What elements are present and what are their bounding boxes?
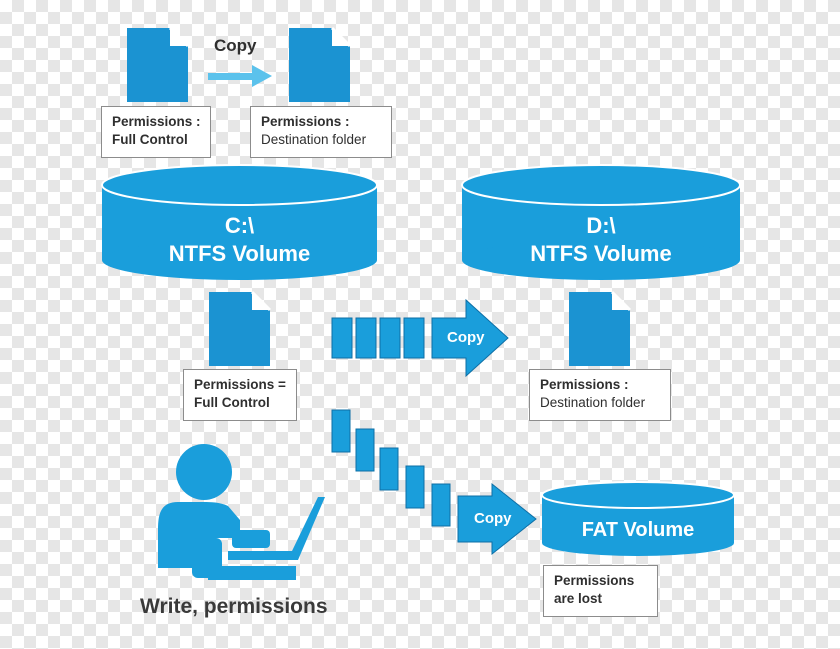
- d-drive-letter: D:\: [586, 213, 616, 238]
- c-drive-cylinder-icon: [101, 164, 378, 280]
- source-permissions-label: Permissions :: [112, 114, 201, 129]
- ntfs-source-permissions-value: Full Control: [194, 395, 270, 410]
- ntfs-destination-permissions-label: Permissions :: [540, 377, 629, 392]
- fat-volume-label: FAT Volume: [581, 519, 695, 541]
- d-drive-filesystem: NTFS Volume: [530, 241, 672, 266]
- ntfs-copy-arrow-icon: [331, 298, 509, 378]
- ntfs-destination-permissions-box: Permissions : Destination folder: [529, 369, 671, 421]
- user-at-laptop-icon: [158, 444, 325, 580]
- fat-permissions-value: are lost: [554, 591, 603, 606]
- ntfs-source-permissions-label: Permissions =: [194, 377, 286, 392]
- fat-copy-arrow-label: Copy: [474, 510, 512, 527]
- destination-permissions-value: Destination folder: [261, 132, 367, 147]
- fat-drive-cylinder-icon: [541, 481, 735, 556]
- ntfs-destination-permissions-value: Destination folder: [540, 395, 646, 410]
- destination-permissions-label: Permissions :: [261, 114, 350, 129]
- c-drive-filesystem: NTFS Volume: [168, 241, 311, 266]
- fat-permissions-label: Permissions: [554, 573, 635, 588]
- ntfs-source-file-icon: [209, 290, 272, 366]
- source-permissions-box: Permissions : Full Control: [101, 106, 211, 158]
- d-drive-label: D:\ NTFS Volume: [462, 212, 740, 268]
- destination-permissions-box: Permissions : Destination folder: [250, 106, 392, 158]
- ntfs-destination-file-icon: [569, 290, 632, 366]
- source-file-icon: [127, 26, 190, 102]
- user-caption: Write, permissions: [140, 595, 328, 618]
- c-drive-letter: C:\: [224, 213, 255, 238]
- fat-permissions-box: Permissions are lost: [543, 565, 658, 617]
- c-drive-label: C:\ NTFS Volume: [102, 212, 377, 268]
- source-permissions-value: Full Control: [112, 132, 188, 147]
- ntfs-copy-arrow-label: Copy: [447, 329, 485, 346]
- copy-arrow-icon: [208, 65, 272, 87]
- top-copy-label: Copy: [214, 36, 257, 55]
- d-drive-cylinder-icon: [461, 164, 741, 280]
- ntfs-source-permissions-box: Permissions = Full Control: [183, 369, 297, 421]
- fat-copy-arrow-icon: [331, 409, 537, 556]
- destination-file-icon: [289, 26, 352, 102]
